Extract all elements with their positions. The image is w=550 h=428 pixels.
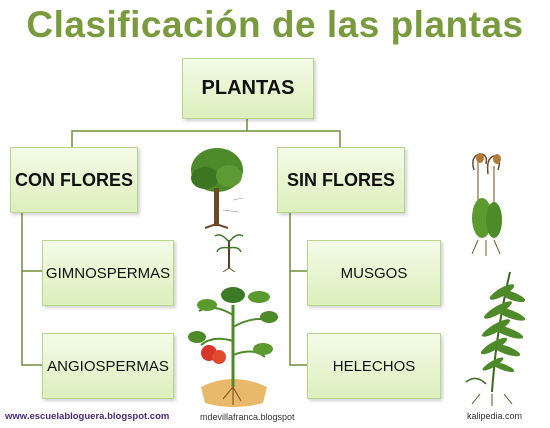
site-credit: www.escuelabloguera.blogspot.com [5, 411, 170, 422]
fern-icon [465, 271, 526, 406]
node-sin-flores: SIN FLORES [277, 147, 405, 213]
seedling-icon [214, 234, 244, 272]
moss-icon [471, 153, 502, 256]
root-node-plantas: PLANTAS [182, 58, 314, 119]
diagram-title: Clasificación de las plantas [26, 4, 524, 45]
connector-right-children [289, 213, 307, 366]
node-angiospermas: ANGIOSPERMAS [42, 333, 174, 399]
node-con-flores: CON FLORES [10, 147, 138, 213]
tomato-plant-icon [188, 287, 278, 407]
node-helechos: HELECHOS [307, 333, 441, 399]
center-image-credit: mdevillafranca.blogspot [200, 412, 295, 422]
right-image-credit: kalipedia.com [467, 411, 523, 421]
connector-left-children [21, 213, 42, 366]
connector-root-right [247, 130, 341, 147]
connector-root-left [71, 119, 248, 147]
pine-tree-icon [191, 148, 244, 229]
node-musgos: MUSGOS [307, 240, 441, 306]
node-gimnospermas: GIMNOSPERMAS [42, 240, 174, 306]
